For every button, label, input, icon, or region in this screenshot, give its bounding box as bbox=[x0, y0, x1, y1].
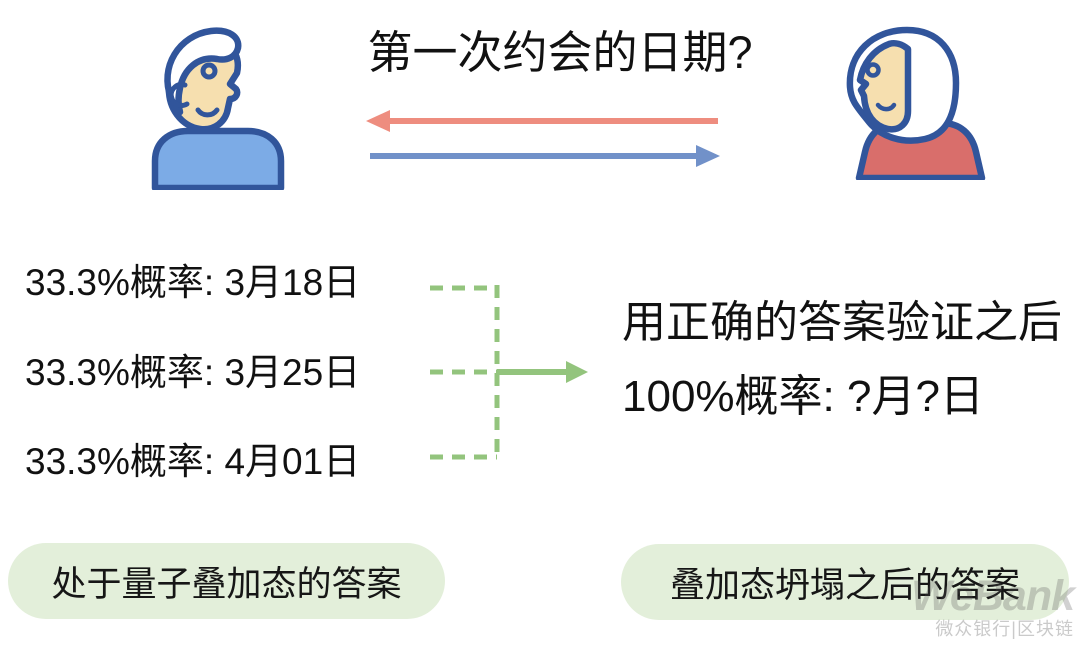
man-ear bbox=[168, 81, 190, 108]
woman-face bbox=[856, 39, 912, 133]
merge-connector-icon bbox=[430, 285, 588, 460]
probability-option-1: 33.3%概率: 3月18日 bbox=[25, 262, 361, 303]
man-profile-icon bbox=[151, 27, 285, 192]
collapsed-caption-pill: 叠加态坍塌之后的答案 bbox=[621, 544, 1069, 620]
probability-option-2: 33.3%概率: 3月25日 bbox=[25, 352, 361, 393]
collapsed-caption-text: 叠加态坍塌之后的答案 bbox=[669, 565, 1020, 605]
probability-option-3: 33.3%概率: 4月01日 bbox=[25, 441, 361, 482]
woman-avatar bbox=[843, 25, 998, 182]
man-smile bbox=[195, 107, 220, 118]
arrow-right-blue-icon bbox=[370, 145, 720, 167]
superposition-caption-pill: 处于量子叠加态的答案 bbox=[8, 543, 445, 619]
question-title: 第一次约会的日期? bbox=[367, 27, 753, 78]
arrow-left-red-icon bbox=[366, 110, 718, 132]
woman-smile bbox=[875, 102, 897, 112]
man-shirt bbox=[151, 127, 285, 192]
man-hair bbox=[164, 27, 242, 116]
woman-profile-icon bbox=[846, 26, 986, 182]
woman-eye bbox=[865, 62, 881, 78]
watermark-tagline: 微众银行|区块链 bbox=[935, 619, 1074, 639]
collapsed-result: 100%概率: ?月?日 bbox=[622, 372, 984, 421]
man-eye bbox=[200, 62, 218, 80]
verified-note: 用正确的答案验证之后 bbox=[622, 298, 1062, 347]
superposition-caption-text: 处于量子叠加态的答案 bbox=[51, 564, 402, 604]
man-avatar bbox=[143, 25, 293, 192]
